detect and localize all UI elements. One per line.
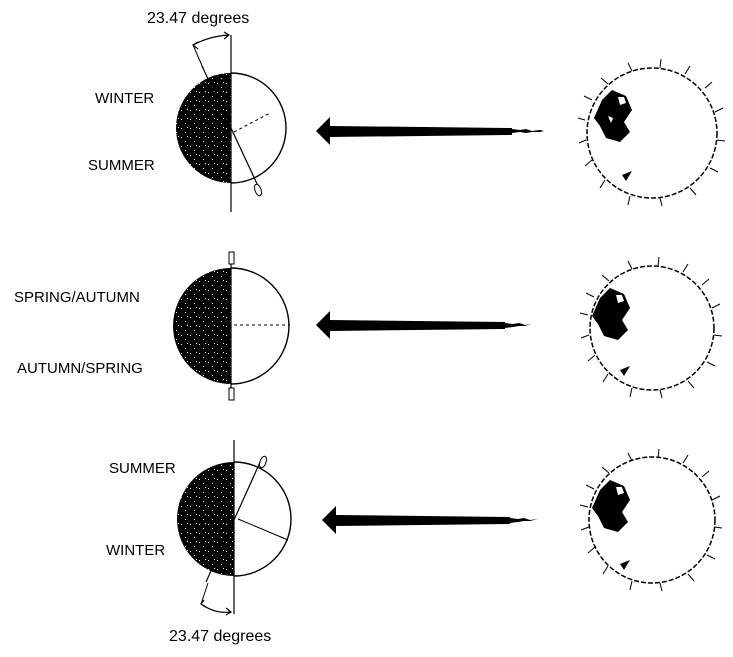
top-angle-label: 23.47 degrees: [147, 10, 249, 27]
tilted-axis: [201, 65, 260, 189]
arrow-row-3: [322, 506, 538, 534]
day-side: [230, 72, 287, 184]
earth-globe: [176, 35, 287, 212]
day-side: [233, 461, 292, 577]
sunlight-ray-to-center: [237, 518, 289, 541]
earth-globe: [173, 251, 290, 401]
earth-globe: [177, 440, 292, 614]
row3-upper-label: SUMMER: [109, 460, 176, 477]
bottom-angle-label: 23.47 degrees: [169, 628, 271, 645]
row2-lower-label: AUTUMN/SPRING: [17, 360, 143, 377]
tilted-axis: [205, 457, 263, 583]
sun-icon: [579, 256, 723, 399]
row-3: SUMMER WINTER 23.47 degrees: [106, 440, 723, 645]
row-2: SPRING/AUTUMN AUTUMN/SPRING: [14, 251, 723, 401]
arrow-row-1: [316, 117, 544, 145]
angle-arc-top: [191, 31, 231, 69]
night-side: [176, 73, 231, 183]
sun-icon: [579, 448, 723, 592]
night-side: [177, 462, 234, 576]
arrow-row-2: [316, 311, 531, 339]
row1-upper-label: WINTER: [95, 90, 154, 107]
day-side: [230, 267, 290, 385]
row3-lower-label: WINTER: [106, 542, 165, 559]
night-side: [173, 268, 231, 384]
sunlight-ray-to-center: [233, 112, 271, 133]
sun-icon: [577, 58, 726, 207]
row-1: 23.47 degrees WINTER SUMMER: [88, 10, 726, 212]
row1-lower-label: SUMMER: [88, 157, 155, 174]
row2-upper-label: SPRING/AUTUMN: [14, 289, 140, 306]
angle-arc-bottom: [200, 582, 233, 616]
